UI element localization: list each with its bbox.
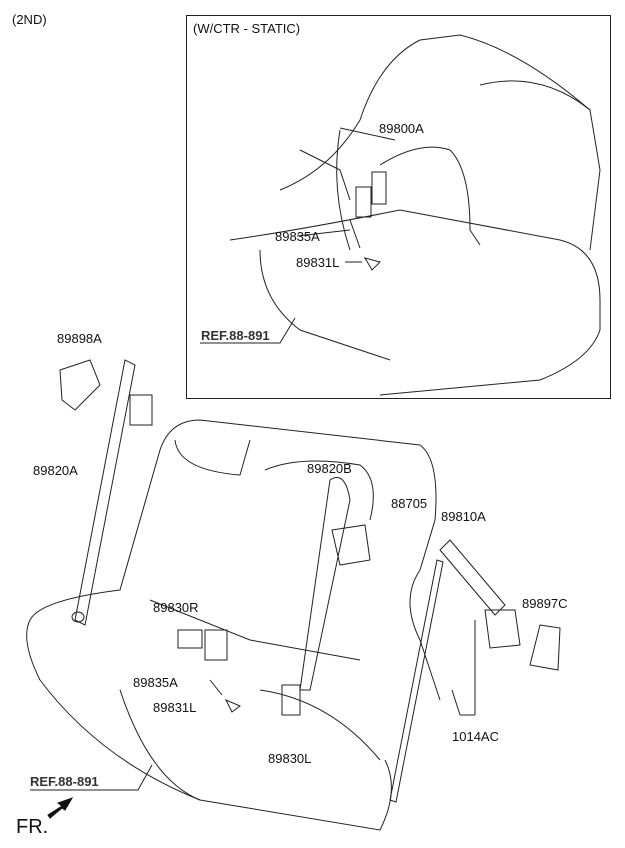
- front-direction-label: FR.: [16, 816, 49, 838]
- variant-label: (2ND): [12, 12, 47, 27]
- part-89897C[interactable]: 89897C: [522, 596, 568, 611]
- part-89835A[interactable]: 89835A: [133, 675, 178, 690]
- ref-link-main[interactable]: REF.88-891: [30, 774, 99, 789]
- part-88705[interactable]: 88705: [391, 496, 428, 511]
- part-89810A[interactable]: 89810A: [441, 509, 486, 524]
- inset-title: (W/CTR - STATIC): [193, 21, 301, 36]
- rear-seat: [26, 359, 561, 831]
- part-89831L[interactable]: 89831L: [153, 700, 197, 715]
- part-89835A-inset[interactable]: 89835A: [275, 229, 320, 244]
- part-1014AC[interactable]: 1014AC: [452, 729, 499, 744]
- part-89830L[interactable]: 89830L: [268, 751, 312, 766]
- inset-seat: [229, 34, 601, 396]
- part-89831L-inset[interactable]: 89831L: [296, 255, 340, 270]
- part-89898A[interactable]: 89898A: [57, 331, 102, 346]
- part-89830R[interactable]: 89830R: [153, 600, 199, 615]
- part-89800A[interactable]: 89800A: [379, 121, 424, 136]
- part-89820A[interactable]: 89820A: [33, 463, 78, 478]
- part-89820B[interactable]: 89820B: [307, 461, 352, 476]
- leader: [339, 127, 396, 141]
- inset-box: (W/CTR - STATIC): [186, 15, 611, 399]
- ref-link-inset[interactable]: REF.88-891: [201, 328, 270, 343]
- leader: [296, 229, 351, 237]
- front-arrow-icon: [47, 797, 74, 819]
